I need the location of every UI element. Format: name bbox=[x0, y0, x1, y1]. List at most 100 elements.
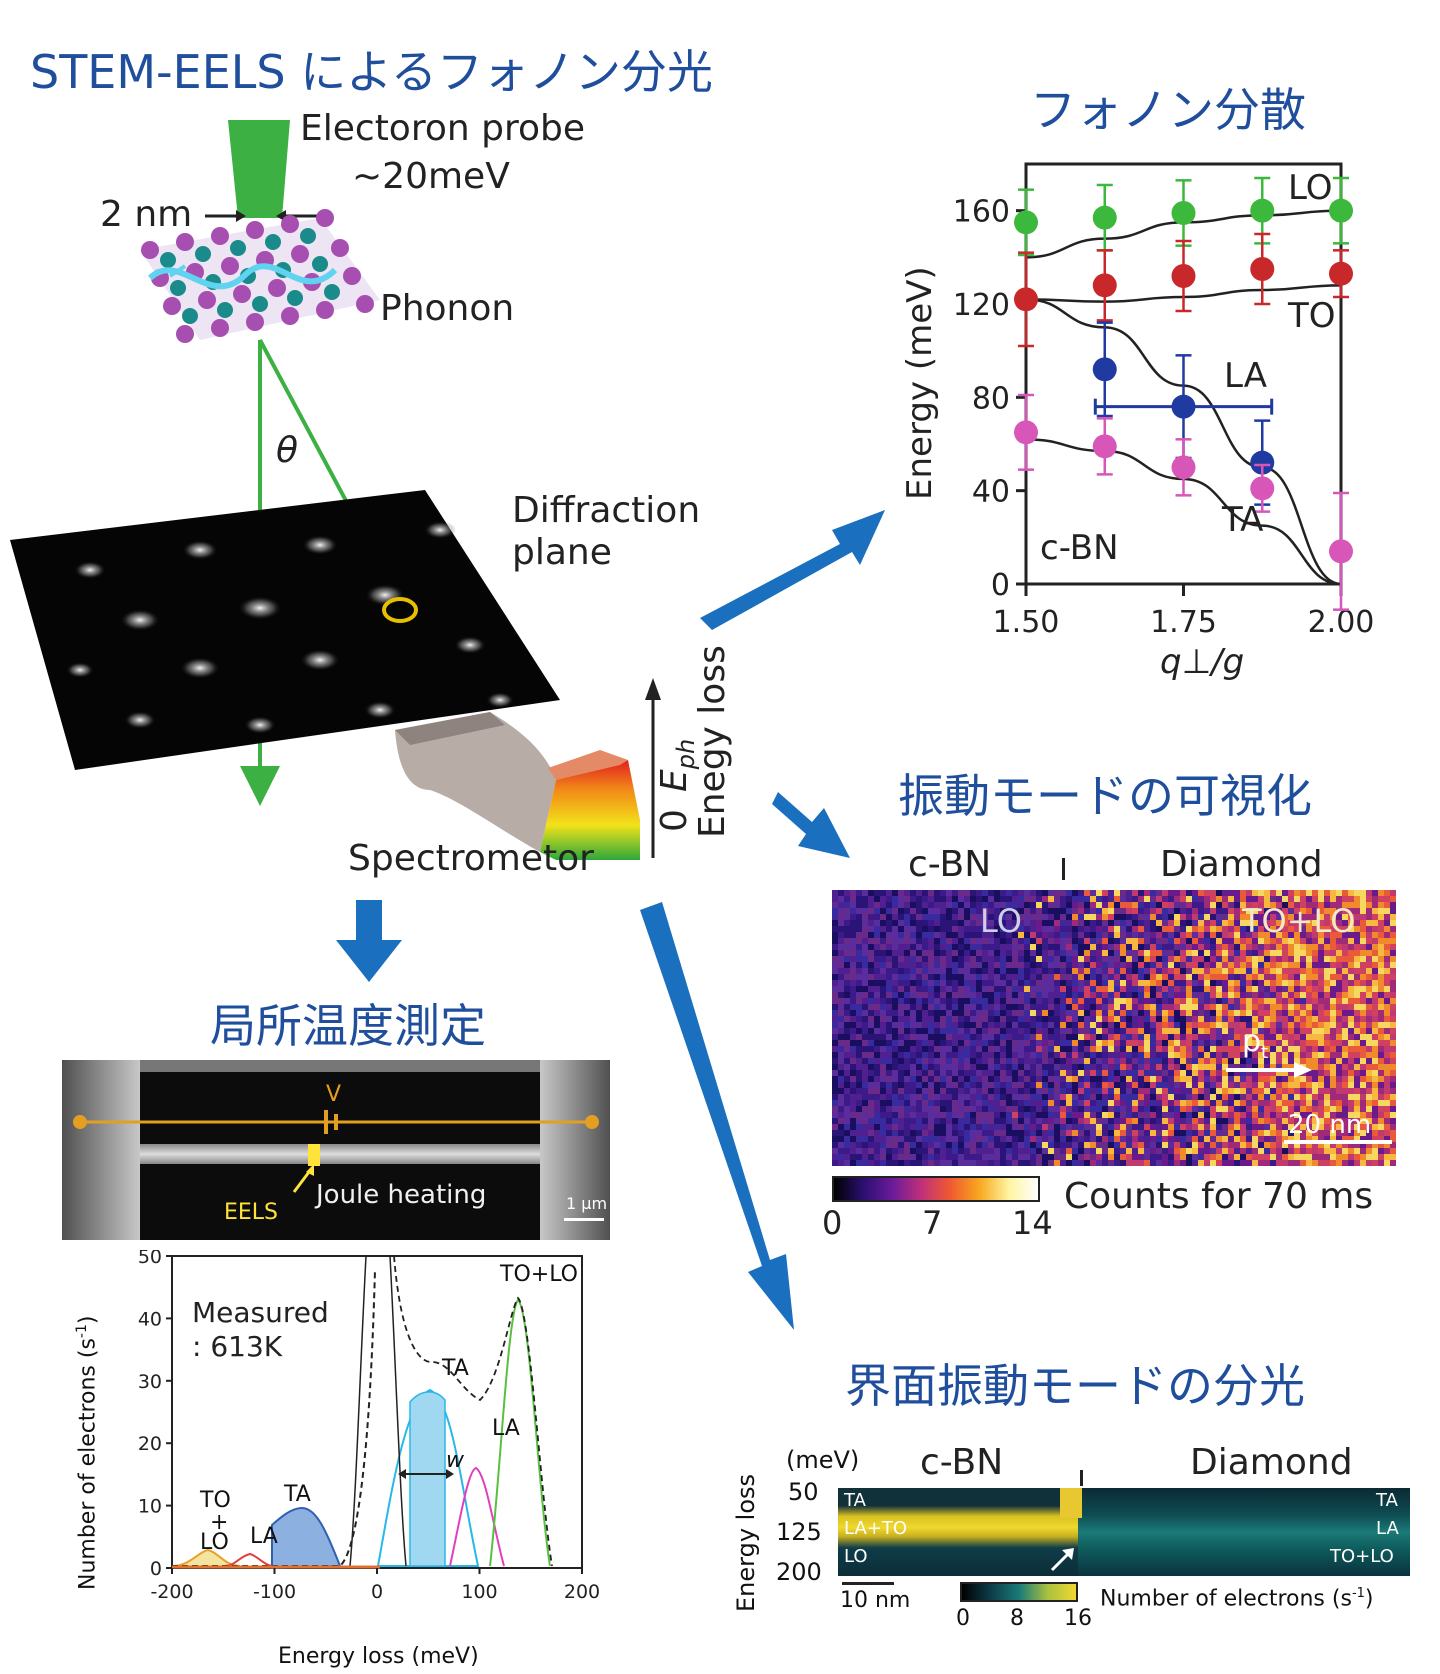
sem-top-edge bbox=[62, 1060, 610, 1072]
interface-ylabel: Energy loss bbox=[732, 1473, 760, 1612]
eph-zero-label: 0 bbox=[654, 809, 695, 832]
spectrum-ytick-label: 0 bbox=[150, 1558, 162, 1580]
data-point-la bbox=[1250, 450, 1275, 475]
spectrum-peaks bbox=[171, 1255, 553, 1570]
interface-right-label: Diamond bbox=[1190, 1442, 1353, 1483]
dispersion-ylabel: Energy (meV) bbox=[900, 266, 940, 500]
branch-label-lo: LO bbox=[1288, 168, 1333, 208]
dispersion-xlabel: q⊥/g bbox=[1160, 642, 1245, 682]
peak-label-plus: + bbox=[210, 1510, 229, 1535]
branch-label-la: LA bbox=[1224, 356, 1267, 396]
interface-colorbar bbox=[960, 1582, 1078, 1602]
data-point-ta bbox=[1014, 420, 1038, 445]
probe-energy-label: ~20meV bbox=[352, 156, 510, 197]
crystal-lattice-icon bbox=[140, 209, 380, 343]
dispersion-xtick-label: 1.75 bbox=[1150, 605, 1217, 640]
diffraction-plane-image bbox=[10, 490, 560, 770]
peak-label-ta-neg: TA bbox=[284, 1482, 311, 1507]
interface-right-mode-to-lo: TO+LO bbox=[1330, 1546, 1394, 1567]
dispersion-xtick-label: 1.50 bbox=[993, 605, 1060, 640]
circuit-overlay bbox=[73, 1110, 599, 1193]
spectrum-ytick-label: 30 bbox=[138, 1371, 162, 1393]
probe-size-label: 2 nm bbox=[100, 194, 193, 235]
dispersion-material-label: c-BN bbox=[1040, 528, 1119, 568]
vibration-map-image: LO TO+LO pt 20 nm bbox=[832, 890, 1396, 1166]
main-title: STEM-EELS によるフォノン分光 bbox=[30, 45, 713, 99]
momentum-arrow-icon bbox=[1226, 1062, 1312, 1078]
interface-scalebar bbox=[842, 1582, 894, 1585]
stem-eels-schematic bbox=[10, 120, 661, 860]
data-point-to bbox=[1014, 287, 1038, 312]
probe-label: Electoron probe bbox=[300, 108, 586, 149]
interface-hotspot bbox=[1060, 1488, 1082, 1518]
dispersion-ytick-label: 0 bbox=[991, 568, 1010, 603]
interface-colorbar-tick-0: 0 bbox=[956, 1606, 970, 1631]
branch-label-ta: TA bbox=[1222, 500, 1264, 540]
data-point-lo bbox=[1171, 201, 1196, 225]
dispersion-ytick-label: 160 bbox=[953, 195, 1010, 230]
dispersion-ytick-label: 40 bbox=[972, 475, 1010, 510]
peak-label-ta-pos: TA bbox=[442, 1356, 469, 1381]
interface-colorbar-tick-8: 8 bbox=[1010, 1606, 1024, 1631]
theory-curve-ta bbox=[1025, 438, 1342, 586]
dispersion-ytick-label: 80 bbox=[972, 381, 1010, 416]
voltage-label: V bbox=[326, 1082, 342, 1107]
dispersion-ytick-label: 120 bbox=[953, 288, 1010, 323]
peak-label-lo: LO bbox=[200, 1530, 229, 1555]
spectrum-ytick-label: 50 bbox=[138, 1250, 162, 1268]
spectrometer-icon bbox=[395, 712, 640, 860]
arrow-to-interface bbox=[640, 902, 794, 1330]
vibration-right-label: Diamond bbox=[1160, 844, 1323, 885]
spectrum-xtick-label: 0 bbox=[371, 1581, 383, 1603]
spectrum-ylabel: Number of electrons (s-1) bbox=[74, 1315, 101, 1591]
spectrum-ytick-label: 20 bbox=[138, 1433, 162, 1455]
colorbar-tick-0: 0 bbox=[822, 1204, 843, 1242]
data-point-to bbox=[1171, 264, 1196, 288]
theory-curve-la bbox=[1025, 298, 1342, 586]
spectrometer-label: Spectrometor bbox=[348, 838, 594, 879]
interface-map-image: TA LA+TO LO TA LA TO+LO bbox=[838, 1488, 1410, 1576]
phonon-label: Phonon bbox=[380, 288, 515, 329]
interface-ytick-125: 125 bbox=[776, 1518, 822, 1546]
interface-yunit: (meV) bbox=[786, 1446, 860, 1474]
interface-colorbar-label: Number of electrons (s-1) bbox=[1100, 1586, 1374, 1612]
vibration-title: 振動モードの可視化 bbox=[898, 769, 1312, 823]
eph-label: Eph bbox=[654, 738, 701, 792]
interface-left-mode-lo: LO bbox=[844, 1546, 868, 1567]
electron-probe-icon bbox=[228, 120, 290, 218]
sem-scalebar-label: 1 μm bbox=[566, 1194, 608, 1213]
colorbar-tick-7: 7 bbox=[922, 1204, 943, 1242]
colorbar-tick-14: 14 bbox=[1012, 1204, 1053, 1242]
interface-marker bbox=[1062, 858, 1065, 880]
measured-temp-label: : 613K bbox=[192, 1330, 283, 1363]
peak-label-to: TO bbox=[200, 1488, 231, 1513]
vibration-scalebar-label: 20 nm bbox=[1288, 1110, 1372, 1140]
interface-arrow-icon bbox=[1050, 1548, 1074, 1572]
interface-left-mode-ta: TA bbox=[844, 1490, 866, 1511]
diffraction-plane-label: plane bbox=[512, 532, 612, 573]
interface-left-mode-la-to: LA+TO bbox=[844, 1518, 907, 1539]
diffraction-label: Diffraction bbox=[512, 490, 701, 531]
temperature-title: 局所温度測定 bbox=[210, 999, 486, 1053]
energy-axis-arrow bbox=[645, 678, 661, 858]
interface-right-mode-la: LA bbox=[1376, 1518, 1399, 1539]
spectrum-xtick-label: -200 bbox=[150, 1581, 193, 1603]
vibration-left-label: c-BN bbox=[908, 844, 992, 885]
data-point-lo bbox=[1014, 210, 1038, 235]
data-point-ta bbox=[1329, 539, 1353, 564]
data-point-lo bbox=[1329, 198, 1353, 223]
peak-label-la-neg: LA bbox=[250, 1524, 278, 1549]
data-point-lo bbox=[1092, 205, 1117, 230]
spectrum-xtick-label: -100 bbox=[253, 1581, 296, 1603]
interface-colorbar-tick-16: 16 bbox=[1064, 1606, 1092, 1631]
interface-cbn-band bbox=[838, 1488, 1078, 1576]
interface-scalebar-label: 10 nm bbox=[840, 1588, 911, 1613]
sem-left-electrode bbox=[62, 1060, 140, 1240]
arrow-to-temperature bbox=[336, 900, 402, 982]
spectrum-xtick-label: 200 bbox=[564, 1581, 600, 1603]
sem-wire bbox=[140, 1144, 540, 1164]
data-point-la bbox=[1171, 394, 1196, 419]
branch-label-to: TO bbox=[1288, 296, 1336, 336]
